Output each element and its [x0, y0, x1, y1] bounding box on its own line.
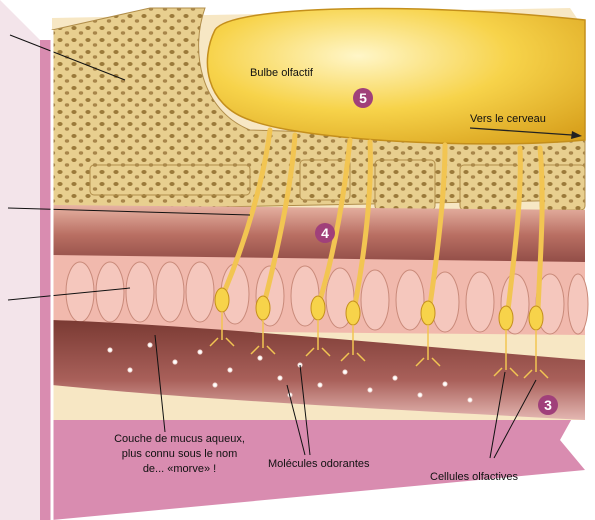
mucus-line-3: de... «morve» !	[92, 462, 267, 477]
mucus-line-1: Couche de mucus aqueux,	[92, 432, 267, 447]
marker-four: 4	[315, 223, 335, 243]
mucus-line-2: plus connu sous le nom	[92, 447, 267, 462]
left-frame-outer	[0, 0, 40, 520]
marker-three: 3	[538, 395, 558, 415]
marker-five: 5	[353, 88, 373, 108]
label-vers-le-cerveau: Vers le cerveau	[470, 112, 546, 126]
label-molecules-odorantes: Molécules odorantes	[268, 457, 370, 471]
left-frame	[40, 40, 52, 520]
label-bulbe-olfactif: Bulbe olfactif	[250, 66, 313, 80]
label-mucus: Couche de mucus aqueux, plus connu sous …	[92, 432, 267, 477]
label-cellules-olfactives: Cellules olfactives	[430, 470, 518, 484]
